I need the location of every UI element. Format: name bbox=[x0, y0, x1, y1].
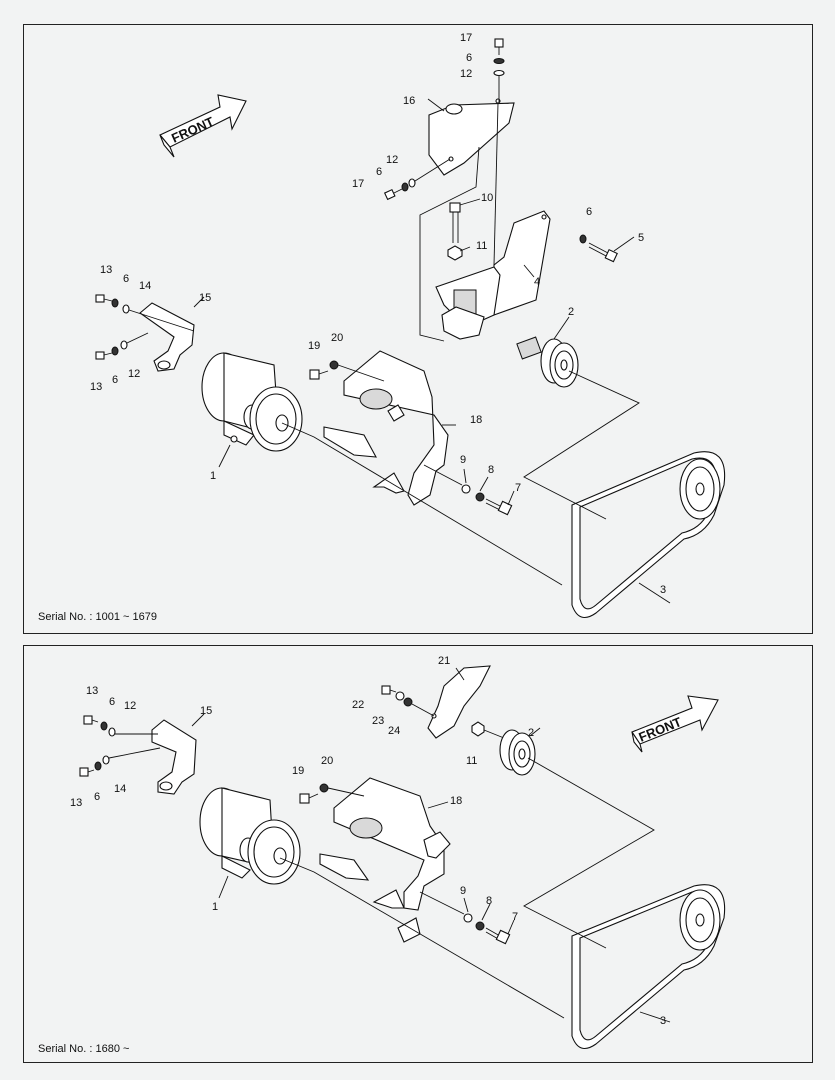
front-label: FRONT bbox=[169, 114, 216, 146]
callout-22: 22 bbox=[352, 699, 364, 711]
callout-12a: 12 bbox=[460, 68, 472, 80]
callout-12: 12 bbox=[124, 700, 136, 712]
part-bolt-7 bbox=[423, 464, 513, 516]
callout-6b: 6 bbox=[466, 52, 472, 64]
callout-17a: 17 bbox=[460, 32, 472, 44]
callout-8: 8 bbox=[488, 464, 494, 476]
part-bolt-10 bbox=[447, 202, 463, 261]
callout-6a: 6 bbox=[586, 206, 592, 218]
part-bolt-19 bbox=[309, 360, 385, 382]
leader-lines-top bbox=[193, 98, 671, 604]
callout-13a: 13 bbox=[100, 264, 112, 276]
part-bolt-19 bbox=[299, 783, 365, 804]
callout-2: 2 bbox=[568, 306, 574, 318]
exploded-view-bottom: FRONT bbox=[70, 655, 726, 1050]
part-bracket-15 bbox=[139, 302, 195, 372]
callout-12c: 12 bbox=[128, 368, 140, 380]
part-belt-3 bbox=[571, 884, 726, 1050]
callout-15: 15 bbox=[200, 705, 212, 717]
callout-7: 7 bbox=[512, 911, 518, 923]
callout-6a: 6 bbox=[109, 696, 115, 708]
callout-6d: 6 bbox=[123, 273, 129, 285]
part-bolt-7 bbox=[419, 891, 511, 945]
callout-7: 7 bbox=[515, 482, 521, 494]
front-arrow: FRONT bbox=[159, 94, 247, 158]
part-bolt-17-top bbox=[493, 38, 505, 103]
callout-14: 14 bbox=[114, 783, 126, 795]
callout-9: 9 bbox=[460, 885, 466, 897]
part-mount-bracket-18 bbox=[323, 350, 449, 506]
diagram-panel-bottom: FRONT bbox=[23, 645, 813, 1063]
callout-5: 5 bbox=[638, 232, 644, 244]
serial-number-bottom: Serial No. : 1680 ~ bbox=[38, 1043, 130, 1055]
part-tensioner-bracket-4 bbox=[435, 210, 551, 340]
leader-lines-bottom bbox=[191, 667, 671, 1023]
callout-8: 8 bbox=[486, 895, 492, 907]
callout-13b: 13 bbox=[90, 381, 102, 393]
callout-3: 3 bbox=[660, 1015, 666, 1027]
callout-6c: 6 bbox=[376, 166, 382, 178]
callout-21: 21 bbox=[438, 655, 450, 667]
part-bolt-22 bbox=[381, 685, 435, 717]
part-compressor-1 bbox=[201, 352, 303, 452]
callout-24: 24 bbox=[388, 725, 400, 737]
callout-19: 19 bbox=[308, 340, 320, 352]
part-mount-bracket-18 bbox=[319, 777, 451, 943]
callout-15: 15 bbox=[199, 292, 211, 304]
diagram-panel-top: FRONT bbox=[23, 24, 813, 634]
part-bracket-16 bbox=[428, 98, 515, 176]
callout-17b: 17 bbox=[352, 178, 364, 190]
front-arrow: FRONT bbox=[631, 695, 719, 753]
part-idler-pulley-2 bbox=[471, 721, 536, 776]
callout-1: 1 bbox=[210, 470, 216, 482]
callout-1: 1 bbox=[212, 901, 218, 913]
serial-number-top: Serial No. : 1001 ~ 1679 bbox=[38, 611, 157, 623]
callout-23: 23 bbox=[372, 715, 384, 727]
callout-18: 18 bbox=[450, 795, 462, 807]
part-compressor-1 bbox=[199, 787, 301, 885]
callout-14: 14 bbox=[139, 280, 151, 292]
callout-12b: 12 bbox=[386, 154, 398, 166]
callout-20: 20 bbox=[321, 755, 333, 767]
exploded-view-top: FRONT bbox=[90, 32, 726, 619]
callout-11: 11 bbox=[466, 755, 477, 767]
callout-2: 2 bbox=[528, 727, 534, 739]
part-idler-pulley-2 bbox=[516, 336, 579, 388]
part-bracket-15 bbox=[151, 719, 197, 795]
callout-13b: 13 bbox=[70, 797, 82, 809]
callout-18: 18 bbox=[470, 414, 482, 426]
callout-3: 3 bbox=[660, 584, 666, 596]
callout-6b: 6 bbox=[94, 791, 100, 803]
part-bolt-5 bbox=[579, 234, 618, 263]
part-bolts-13 bbox=[79, 715, 161, 777]
callout-19: 19 bbox=[292, 765, 304, 777]
callout-13a: 13 bbox=[86, 685, 98, 697]
callout-4: 4 bbox=[534, 276, 540, 288]
part-bolts-13 bbox=[95, 294, 195, 360]
part-bolt-17-left bbox=[383, 158, 451, 201]
callout-11: 11 bbox=[476, 240, 487, 252]
callout-10: 10 bbox=[481, 192, 493, 204]
part-belt-3 bbox=[571, 451, 726, 619]
callout-16: 16 bbox=[403, 95, 415, 107]
callout-20: 20 bbox=[331, 332, 343, 344]
callout-9: 9 bbox=[460, 454, 466, 466]
callout-6e: 6 bbox=[112, 374, 118, 386]
front-label: FRONT bbox=[637, 714, 684, 745]
